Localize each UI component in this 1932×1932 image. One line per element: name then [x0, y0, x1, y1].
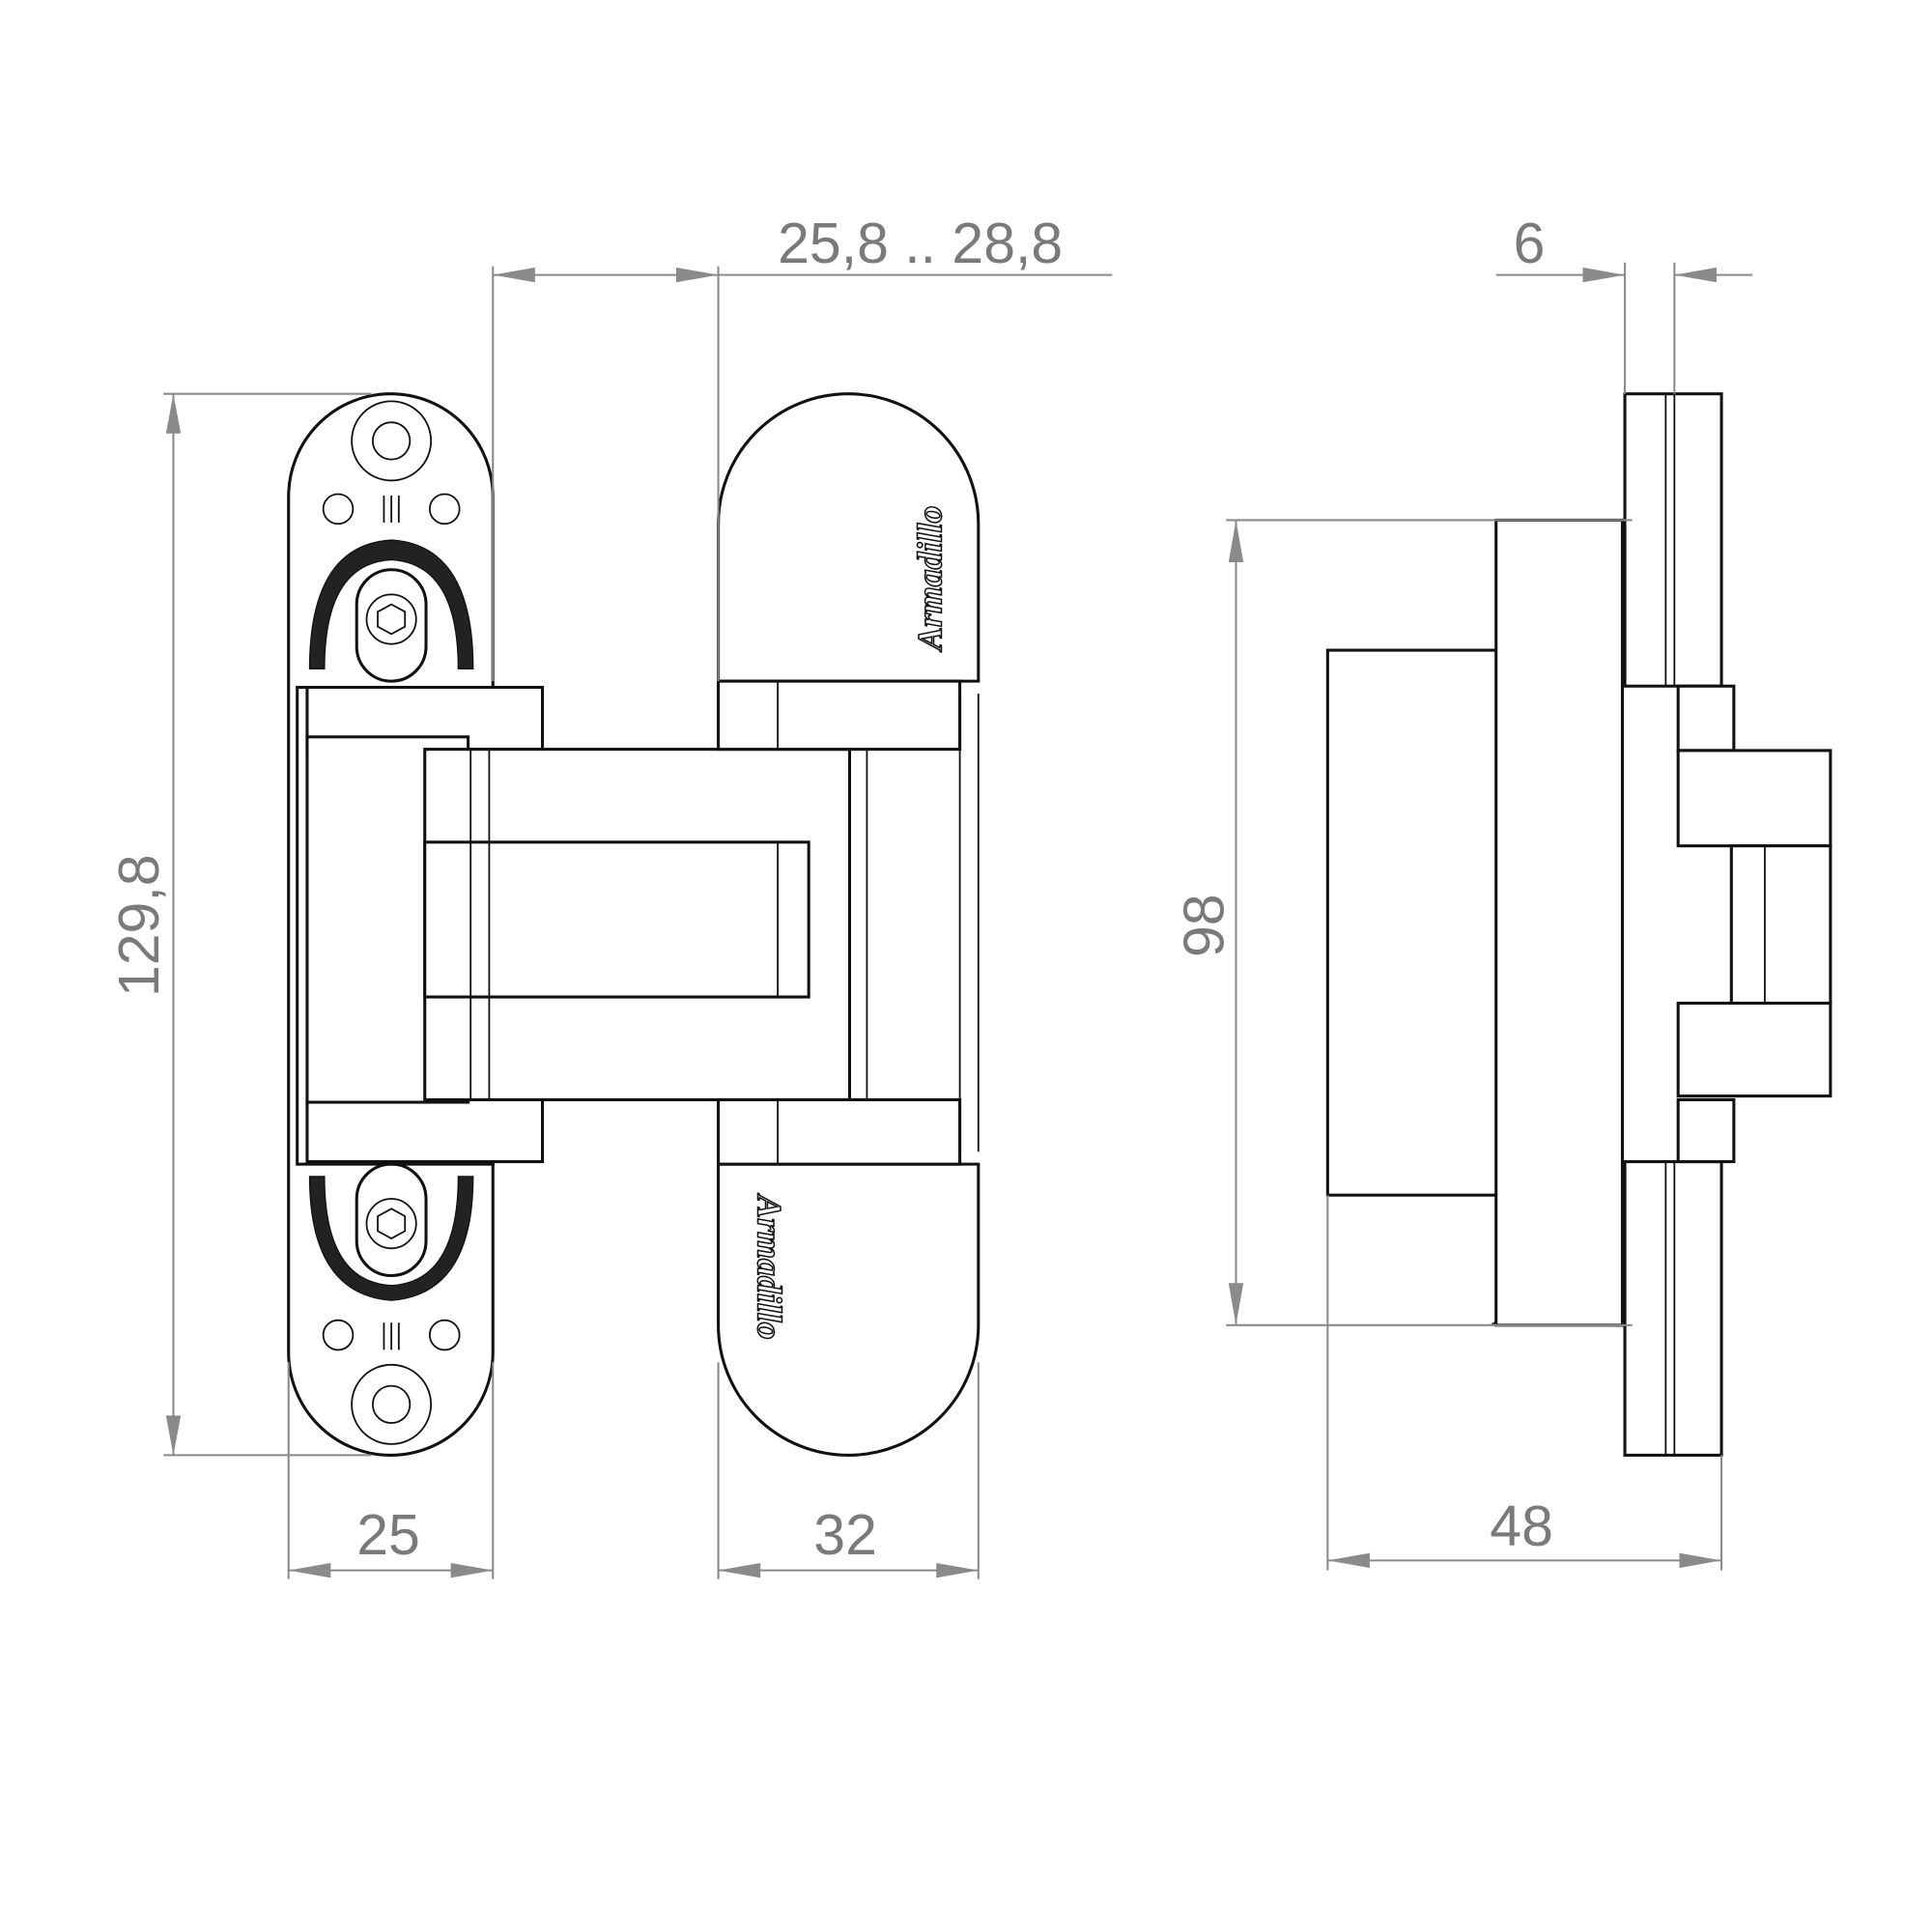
right-mounting-plate: Armadillo Armadillo [717, 392, 980, 1457]
dimension-body-depth: 48 [1490, 1495, 1553, 1558]
dimension-lines [163, 262, 1753, 1579]
brand-logo-top: Armadillo [910, 506, 949, 653]
side-view [1325, 392, 1833, 1457]
dimension-total-height: 129,8 [108, 854, 171, 997]
hinge-arm [423, 748, 852, 1101]
dimension-plate-thickness: 6 [1514, 213, 1546, 275]
dimension-body-height: 98 [1174, 894, 1236, 957]
dimension-adjust-range: 25,8 .. 28,8 [778, 213, 1063, 275]
dimension-right-plate-width: 32 [813, 1504, 877, 1567]
dimension-left-plate-width: 25 [356, 1504, 420, 1567]
brand-logo-bottom: Armadillo [751, 1193, 789, 1340]
